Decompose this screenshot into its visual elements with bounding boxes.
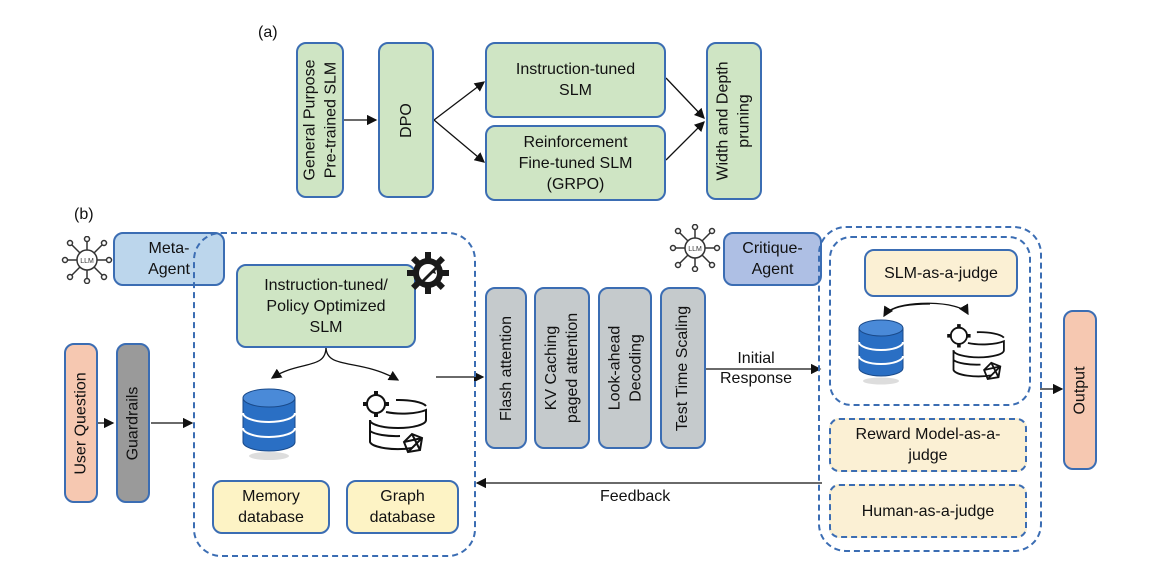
flash-attention-label: Flash attention: [497, 315, 515, 421]
svg-text:LLM: LLM: [688, 246, 702, 253]
arrow-dpo-to-instruction: [433, 81, 486, 121]
critique-agent-label: Critique- Agent: [723, 232, 822, 286]
svg-text:LLM: LLM: [80, 258, 94, 265]
memory-database-box: Memory database: [212, 480, 330, 534]
arrow-dpo-to-reinforcement: [433, 119, 485, 163]
guardrails-label: Guardrails: [124, 386, 142, 460]
slm-judge-container: [829, 236, 1031, 406]
gear-graph-database-icon: [947, 324, 1005, 381]
kv-caching-label: KV Caching paged attention: [543, 312, 582, 424]
output-box: Output: [1063, 310, 1097, 470]
gear-graph-database-icon: [363, 391, 427, 454]
arrow-instruction-to-pruning: [665, 77, 705, 119]
general-purpose-slm-box: General Purpose Pre-trained SLM: [296, 42, 344, 198]
feedback-label: Feedback: [600, 488, 671, 505]
flash-attention-box: Flash attention: [485, 287, 527, 449]
instruction-policy-slm-box: Instruction-tuned/ Policy Optimized SLM: [236, 264, 416, 348]
panel-a-label: (a): [258, 24, 278, 41]
slm-as-judge-box: SLM-as-a-judge: [864, 249, 1018, 297]
graph-database-box: Graph database: [346, 480, 459, 534]
dpo-box: DPO: [378, 42, 434, 198]
database-icon: [242, 388, 296, 460]
width-depth-pruning-box: Width and Depth pruning: [706, 42, 762, 200]
dpo-label: DPO: [397, 102, 415, 138]
test-time-scaling-label: Test Time Scaling: [674, 305, 692, 431]
guardrails-box: Guardrails: [116, 343, 150, 503]
width-depth-pruning-label: Width and Depth pruning: [715, 61, 753, 181]
general-purpose-slm-label: General Purpose Pre-trained SLM: [301, 59, 339, 181]
initial-response-label: Initial Response: [720, 350, 793, 387]
reinforcement-slm-box: Reinforcement Fine-tuned SLM (GRPO): [485, 125, 666, 201]
test-time-scaling-box: Test Time Scaling: [660, 287, 706, 449]
gear-wrench-icon: [407, 252, 449, 294]
arrow-slm-to-memory: [270, 346, 327, 379]
instruction-tuned-slm-box: Instruction-tuned SLM: [485, 42, 666, 118]
output-label: Output: [1071, 365, 1089, 415]
llm-network-icon: LLM: [61, 236, 113, 284]
user-question-box: User Question: [64, 343, 98, 503]
look-ahead-decoding-box: Look-ahead Decoding: [598, 287, 652, 449]
meta-agent-container: [193, 232, 476, 557]
reward-model-judge-box: Reward Model-as-a- judge: [829, 418, 1027, 472]
kv-caching-box: KV Caching paged attention: [534, 287, 590, 449]
llm-network-icon: LLM: [669, 224, 721, 272]
panel-b-label: (b): [74, 206, 94, 223]
user-question-label: User Question: [72, 371, 90, 475]
human-judge-box: Human-as-a-judge: [829, 484, 1027, 538]
arrow-reinforcement-to-pruning: [665, 121, 705, 161]
look-ahead-decoding-label: Look-ahead Decoding: [606, 325, 645, 411]
arrow-slm-to-graph: [325, 346, 400, 381]
critique-agent-outer-container: [818, 226, 1042, 552]
database-icon: [858, 319, 904, 385]
